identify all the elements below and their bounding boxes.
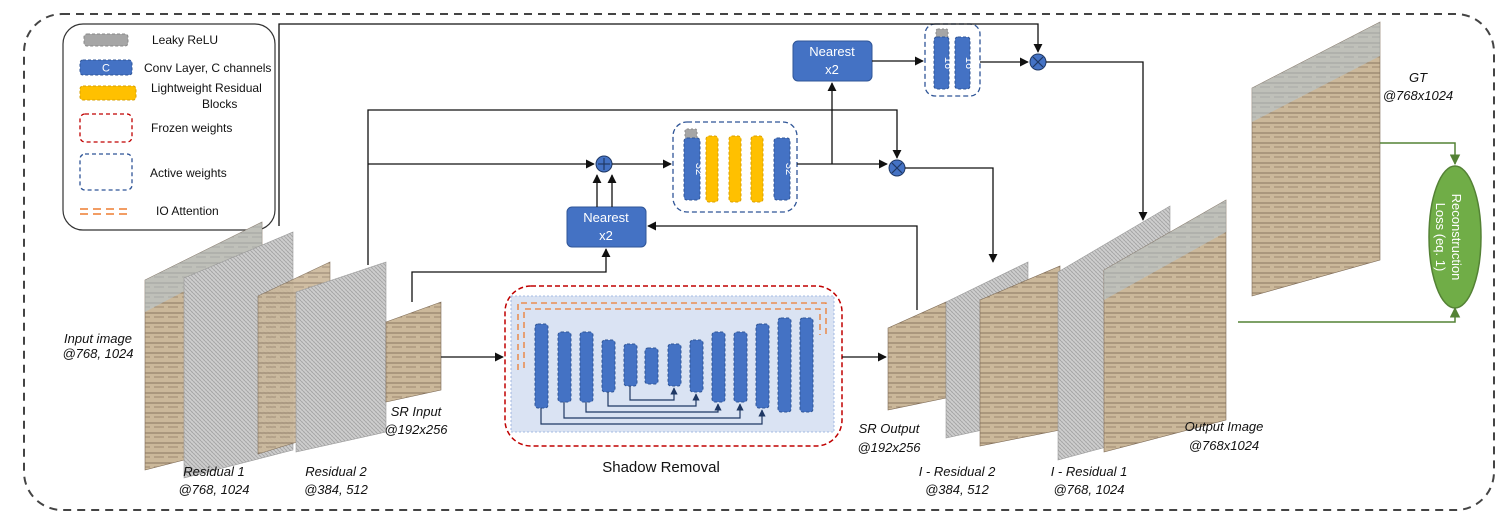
loss-label-1: Reconstruction [1449, 194, 1464, 281]
legend-conv-label: Conv Layer, C channels [144, 61, 271, 75]
legend-relu-label: Leaky ReLU [152, 33, 218, 47]
residual-1-label: Residual 1 [183, 464, 244, 479]
multiply-operator-mid [888, 159, 906, 177]
legend-active-label: Active weights [150, 166, 227, 180]
svg-text:Nearest: Nearest [583, 210, 629, 225]
top-conv-out-channels: 16 [963, 57, 975, 69]
sr-input-label: SR Input [391, 404, 443, 419]
legend-conv-swatch [79, 59, 133, 76]
multiply-operator-top [1029, 53, 1047, 71]
legend-io-attention-label: IO Attention [156, 204, 219, 218]
svg-text:x2: x2 [599, 228, 613, 243]
shadow-removal-module [504, 285, 843, 447]
mid-conv-in-channels: 32 [693, 163, 705, 175]
output-image-size: @768x1024 [1189, 438, 1259, 453]
sr-output-image [887, 301, 947, 411]
i-residual-2-size: @384, 512 [925, 482, 990, 497]
sr-input-size: @192x256 [384, 422, 448, 437]
svg-text:x2: x2 [825, 62, 839, 77]
i-residual-2-label: I - Residual 2 [919, 464, 996, 479]
gt-size: @768x1024 [1383, 88, 1453, 103]
shadow-removal-label: Shadow Removal [602, 459, 720, 476]
legend-lrb-label-2: Blocks [202, 97, 237, 111]
connections [278, 23, 1148, 362]
residual-2-size: @384, 512 [304, 482, 369, 497]
input-image-size: @768, 1024 [62, 346, 133, 361]
legend-frozen-swatch [79, 113, 133, 143]
i-residual-1-label: I - Residual 1 [1051, 464, 1128, 479]
add-operator [595, 155, 613, 173]
mid-conv-out-channels: 32 [783, 163, 795, 175]
legend-frozen-label: Frozen weights [151, 121, 232, 135]
legend-lrb-label-1: Lightweight Residual [151, 81, 262, 95]
legend-active-swatch [79, 153, 133, 191]
sr-output-size: @192x256 [857, 440, 921, 455]
sr-input-image [385, 301, 442, 403]
i-residual-1-size: @768, 1024 [1053, 482, 1124, 497]
input-stack [144, 221, 442, 479]
residual-2-label: Residual 2 [305, 464, 367, 479]
residual-1-size: @768, 1024 [178, 482, 249, 497]
legend: Leaky ReLU C Conv Layer, C channels Ligh… [62, 23, 276, 231]
svg-text:Nearest: Nearest [809, 44, 855, 59]
reconstruction-loss: Reconstruction Loss (eq. 1) [1238, 142, 1482, 323]
input-image-label: Input image [64, 331, 132, 346]
output-image-label: Output Image [1185, 419, 1264, 434]
output-stack [887, 21, 1381, 461]
legend-lrb-swatch [79, 85, 137, 101]
top-conv-block: 16 16 [924, 23, 981, 97]
loss-label-2: Loss (eq. 1) [1433, 203, 1448, 272]
legend-conv-swatch-text: C [102, 63, 110, 75]
sr-output-label: SR Output [859, 421, 921, 436]
nearest-upsample-upper: Nearest x2 [792, 40, 873, 82]
nearest-upsample-lower: Nearest x2 [566, 206, 647, 248]
mid-conv-block: 32 32 [672, 121, 798, 213]
top-conv-in-channels: 16 [942, 57, 954, 69]
gt-label: GT [1409, 70, 1428, 85]
legend-relu-swatch [83, 33, 129, 47]
